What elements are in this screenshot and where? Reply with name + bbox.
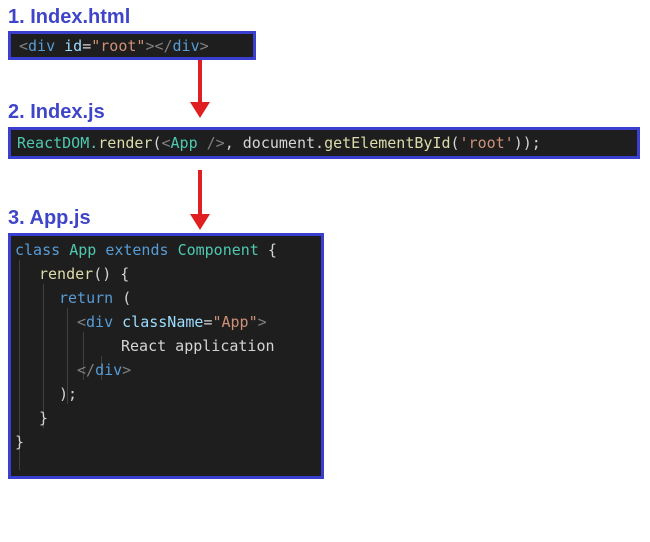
- step-1-title: 1. Index.html: [8, 6, 131, 28]
- token: App: [170, 134, 198, 152]
- code-line: ReactDOM.render(<App />, document.getEle…: [17, 132, 541, 156]
- indent-guide: [19, 260, 20, 470]
- indent-guide: [67, 308, 68, 404]
- token: div: [28, 37, 56, 55]
- token: ReactDOM.: [17, 134, 99, 152]
- code-line: </div>: [77, 358, 131, 382]
- token: "App": [212, 313, 258, 331]
- token: div: [86, 313, 114, 331]
- flow-arrow-1: [190, 60, 210, 118]
- token: App: [69, 241, 97, 259]
- token: 'root': [459, 134, 514, 152]
- token: div: [95, 361, 123, 379]
- indent-guide: [43, 284, 44, 428]
- flow-arrow-2: [190, 170, 210, 230]
- code-line: }: [39, 406, 48, 430]
- token: );: [59, 385, 78, 403]
- token: (: [450, 134, 460, 152]
- token: =: [82, 37, 92, 55]
- step-3-title: 3. App.js: [8, 207, 91, 229]
- token: <: [77, 313, 87, 331]
- token: class: [15, 241, 61, 259]
- token: =: [203, 313, 213, 331]
- code-line: React application: [121, 334, 275, 358]
- token: }: [39, 409, 49, 427]
- arrow-shaft: [198, 170, 202, 216]
- token: }: [15, 433, 25, 451]
- token: () {: [93, 265, 130, 283]
- token: >: [122, 361, 132, 379]
- token: >: [199, 37, 209, 55]
- token: render: [98, 134, 153, 152]
- token: return: [59, 289, 114, 307]
- indent-guide: [101, 356, 102, 380]
- arrow-head: [190, 102, 210, 118]
- token: className: [122, 313, 204, 331]
- index-html-code-box: <div id="root"></div>: [8, 31, 256, 60]
- token: (: [113, 289, 132, 307]
- code-line: render() {: [39, 262, 129, 286]
- token: <: [161, 134, 171, 152]
- arrow-head: [190, 214, 210, 230]
- token: >: [257, 313, 267, 331]
- code-line: );: [59, 382, 77, 406]
- token: Component: [177, 241, 259, 259]
- token: id: [64, 37, 83, 55]
- code-line: class App extends Component {: [15, 238, 277, 262]
- indent-guide: [83, 332, 84, 380]
- token: "root": [91, 37, 146, 55]
- step-2-title: 2. Index.js: [8, 101, 105, 123]
- token: </: [77, 361, 96, 379]
- token: {: [258, 241, 277, 259]
- token: ));: [513, 134, 541, 152]
- arrow-shaft: [198, 60, 202, 104]
- code-line: <div className="App">: [77, 310, 267, 334]
- token: extends: [105, 241, 169, 259]
- token: render: [39, 265, 94, 283]
- code-line: return (: [59, 286, 131, 310]
- code-line: <div id="root"></div>: [19, 35, 209, 59]
- token: div: [172, 37, 200, 55]
- token: getElementById: [324, 134, 451, 152]
- index-js-code-box: ReactDOM.render(<App />, document.getEle…: [8, 127, 640, 159]
- token: ></: [145, 37, 173, 55]
- token: (: [152, 134, 162, 152]
- token: <: [19, 37, 29, 55]
- token: />: [197, 134, 225, 152]
- app-js-code-box: class App extends Component { render() {…: [8, 233, 324, 479]
- token: React application: [121, 337, 275, 355]
- token: , document.: [224, 134, 325, 152]
- code-line: }: [15, 430, 24, 454]
